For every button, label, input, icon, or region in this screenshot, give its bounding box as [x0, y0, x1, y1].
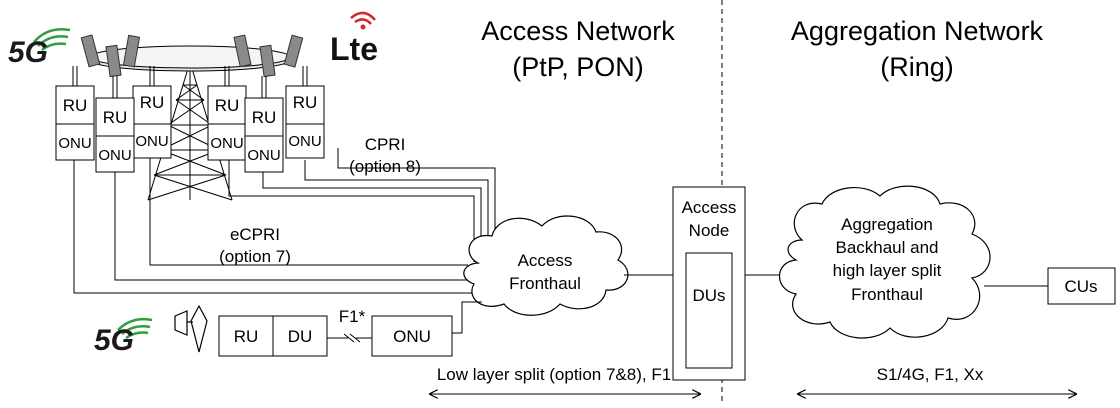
access-fronthaul-line1: Access [518, 251, 573, 270]
aggregation-line1: Aggregation [841, 215, 933, 234]
small-cell-du-label: DU [288, 327, 313, 346]
ru-label: RU [252, 108, 277, 127]
aggregation-network-heading: Aggregation Network [791, 16, 1044, 46]
ru-onu-group-left [55, 85, 172, 173]
low-layer-split-label: Low layer split (option 7&8), F1 [437, 365, 671, 384]
antenna-jumpers [72, 66, 308, 98]
svg-text:Lte: Lte [330, 31, 378, 67]
fronthaul-cables [73, 148, 496, 294]
onu-label: ONU [135, 133, 168, 150]
small-cell-chain [218, 315, 453, 357]
access-node: Access Node DUs [672, 186, 746, 381]
fiveg-logo-top: 5G [8, 28, 71, 69]
ru-label: RU [293, 93, 318, 112]
f1-star-link [327, 333, 372, 343]
ru-label: RU [103, 108, 128, 127]
svg-text:5G: 5G [94, 324, 134, 357]
ru-label: RU [140, 93, 165, 112]
aggregation-line3: high layer split [833, 261, 942, 280]
access-fronthaul-line2: Fronthaul [509, 274, 581, 293]
ru-label: RU [63, 96, 88, 115]
onu-label: ONU [210, 135, 243, 152]
fiveg-logo-bottom: 5G [94, 317, 153, 357]
ecpri-option-label: (option 7) [219, 247, 291, 266]
onu-label: ONU [58, 135, 91, 152]
access-network-subheading: (PtP, PON) [512, 52, 644, 82]
access-node-line1: Access [682, 198, 737, 217]
aggregation-line4: Fronthaul [851, 285, 923, 304]
cus-label: CUs [1064, 277, 1097, 296]
cus-box: CUs [1047, 267, 1116, 305]
onu-label: ONU [98, 147, 131, 164]
small-cell-onu-to-fronthaul-link [452, 301, 482, 334]
ru-label: RU [215, 96, 240, 115]
f1-star-label: F1* [339, 307, 366, 326]
dus-label: DUs [692, 286, 725, 305]
small-cell-onu-label: ONU [393, 327, 431, 346]
aggregation-cloud: Aggregation Backhaul and high layer spli… [779, 185, 991, 339]
cpri-option-label: (option 8) [349, 157, 421, 176]
onu-label: ONU [247, 147, 280, 164]
cell-tower [147, 61, 233, 201]
small-cell-antenna-icon [174, 304, 208, 353]
ru-onu-group-right [207, 85, 325, 173]
access-node-line2: Node [689, 221, 730, 240]
access-network-heading: Access Network [481, 16, 675, 46]
access-fronthaul-cloud: Access Fronthaul [463, 215, 629, 316]
small-cell-ru-label: RU [234, 327, 259, 346]
aggregation-line2: Backhaul and [835, 238, 938, 257]
aggregation-network-subheading: (Ring) [880, 52, 954, 82]
antenna-panels [80, 34, 304, 78]
cpri-label: CPRI [365, 135, 406, 154]
svg-text:5G: 5G [8, 36, 48, 69]
onu-label: ONU [288, 133, 321, 150]
lte-logo: Lte [330, 11, 378, 67]
high-layer-label: S1/4G, F1, Xx [877, 365, 984, 384]
dus-box [685, 252, 733, 369]
ecpri-label: eCPRI [230, 225, 280, 244]
